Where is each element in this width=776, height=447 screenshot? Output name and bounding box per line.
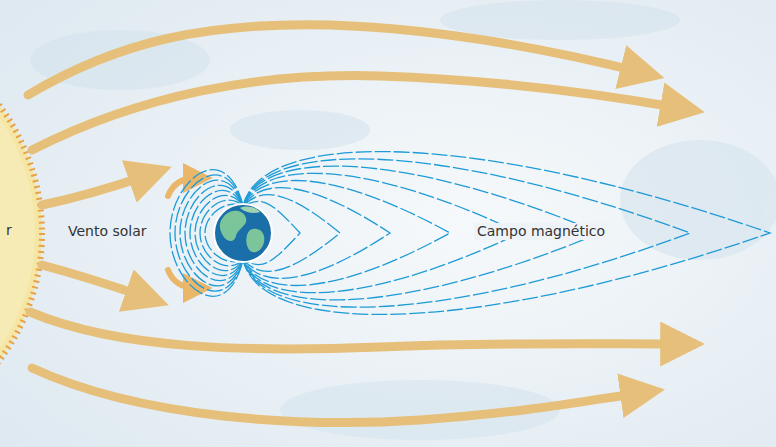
cloud-texture bbox=[30, 0, 776, 440]
earth bbox=[214, 204, 272, 262]
field-line bbox=[243, 152, 770, 315]
magnetic-field-lines bbox=[170, 152, 770, 315]
field-line bbox=[243, 159, 690, 307]
field-line bbox=[243, 195, 340, 272]
solar-wind-label: Vento solar bbox=[68, 223, 147, 240]
field-line bbox=[243, 181, 450, 286]
sun-label: r bbox=[6, 222, 12, 239]
sun bbox=[0, 21, 42, 445]
solar-wind-arrows bbox=[28, 25, 680, 423]
deflected-wind-arrows bbox=[168, 178, 196, 288]
magnetic-field-label: Campo magnético bbox=[474, 223, 608, 240]
